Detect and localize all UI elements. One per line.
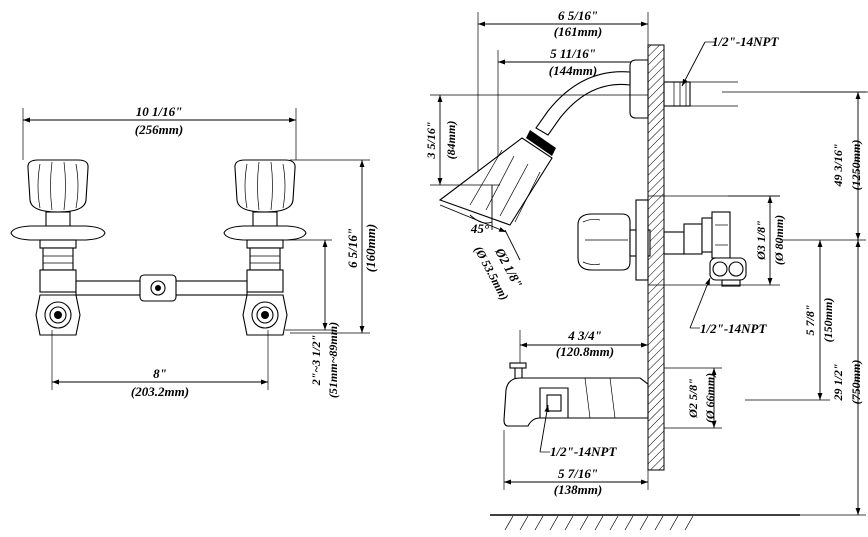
shower-height-dimension: 49 3/16" (1250mm): [800, 91, 866, 516]
head-drop-metric-label: (84mm): [444, 121, 458, 160]
shower-connection-callout: 1/2"-14NPT: [681, 34, 779, 87]
valve-height-label: 29 1/2": [831, 364, 845, 402]
shower-head: [438, 130, 556, 226]
offset-label: 2"~3 1/2": [309, 335, 323, 387]
valve-to-spout-label: 5 7/8": [803, 305, 817, 336]
valve-to-spout-metric-label: (150mm): [821, 298, 835, 343]
center-spacing-label: 8": [153, 366, 167, 381]
height-metric-label: (160mm): [363, 224, 378, 272]
spout-connection-callout: 1/2"-14NPT: [539, 404, 617, 459]
valve-connection-callout: 1/2"-14NPT: [689, 277, 767, 336]
spout-diameter-label: Ø2 5/8": [686, 378, 700, 419]
offset-metric-label: (51mm~89mm): [326, 322, 340, 398]
head-diameter-annotation: Ø2 1/8" (Ø 53.5mm): [471, 229, 526, 303]
spout-reach-metric-label: (120.8mm): [556, 344, 614, 359]
arm-reach-metric-label: (144mm): [549, 63, 597, 78]
valve-height-dimension: 29 1/2" (750mm): [780, 239, 866, 515]
side-view: 6 5/16" (161mm) 5 11/16" (144mm): [424, 8, 868, 531]
spout-length-label: 5 7/16": [558, 466, 598, 481]
valve-height-metric-label: (750mm): [849, 360, 863, 405]
head-drop-dimension: 3 5/16" (84mm): [424, 94, 648, 186]
total-depth-metric-label: (161mm): [554, 24, 602, 39]
total-depth-dimension: 6 5/16" (161mm): [477, 8, 649, 195]
spout-reach-label: 4 3/4": [567, 328, 602, 343]
left-handle: [10, 159, 106, 336]
spout-diameter-metric-label: (Ø 66mm): [703, 373, 717, 423]
floor-line: [490, 514, 800, 531]
valve-assembly: [577, 195, 780, 287]
shower-connection-label: 1/2"-14NPT: [712, 34, 779, 49]
overall-width-dimension: 10 1/16" (256mm): [22, 104, 297, 160]
escutcheon-diameter-metric-label: (Ø 80mm): [772, 215, 786, 265]
spout-reach-dimension: 4 3/4" (120.8mm): [519, 328, 648, 380]
shower-arm: [535, 59, 868, 136]
spout-length-metric-label: (138mm): [554, 482, 602, 497]
right-handle: [223, 159, 307, 336]
spout-length-dimension: 5 7/16" (138mm): [503, 430, 649, 497]
escutcheon-diameter-dimension: Ø3 1/8" (Ø 80mm): [648, 195, 786, 286]
overall-width-label: 10 1/16": [136, 104, 183, 119]
center-spacing-metric-label: (203.2mm): [131, 384, 189, 399]
head-angle-label: 45°: [470, 221, 490, 236]
total-depth-label: 6 5/16": [558, 8, 598, 23]
center-spacing-dimension: 8" (203.2mm): [51, 330, 269, 399]
crossover-pipe: [75, 274, 248, 302]
wall-section: [647, 44, 665, 471]
offset-dimension: 2"~3 1/2" (51mm~89mm): [280, 239, 340, 398]
spout-connection-label: 1/2"-14NPT: [550, 444, 617, 459]
arm-reach-label: 5 11/16": [550, 46, 596, 61]
front-view: 10 1/16" (256mm): [10, 104, 378, 399]
valve-connection-label: 1/2"-14NPT: [700, 321, 767, 336]
head-drop-label: 3 5/16": [424, 122, 438, 160]
shower-height-metric-label: (1250mm): [849, 140, 863, 191]
shower-height-label: 49 3/16": [831, 144, 845, 188]
head-angle-annotation: 45°: [439, 185, 507, 236]
valve-to-spout-dimension: 5 7/8" (150mm): [745, 240, 835, 401]
spout-diameter-dimension: Ø2 5/8" (Ø 66mm): [664, 367, 722, 429]
height-dimension: 6 5/16" (160mm): [290, 159, 378, 334]
arm-reach-dimension: 5 11/16" (144mm): [497, 46, 648, 185]
height-label: 6 5/16": [345, 228, 360, 268]
escutcheon-diameter-label: Ø3 1/8": [754, 220, 768, 261]
overall-width-metric-label: (256mm): [135, 122, 183, 137]
tub-spout: [503, 362, 649, 427]
